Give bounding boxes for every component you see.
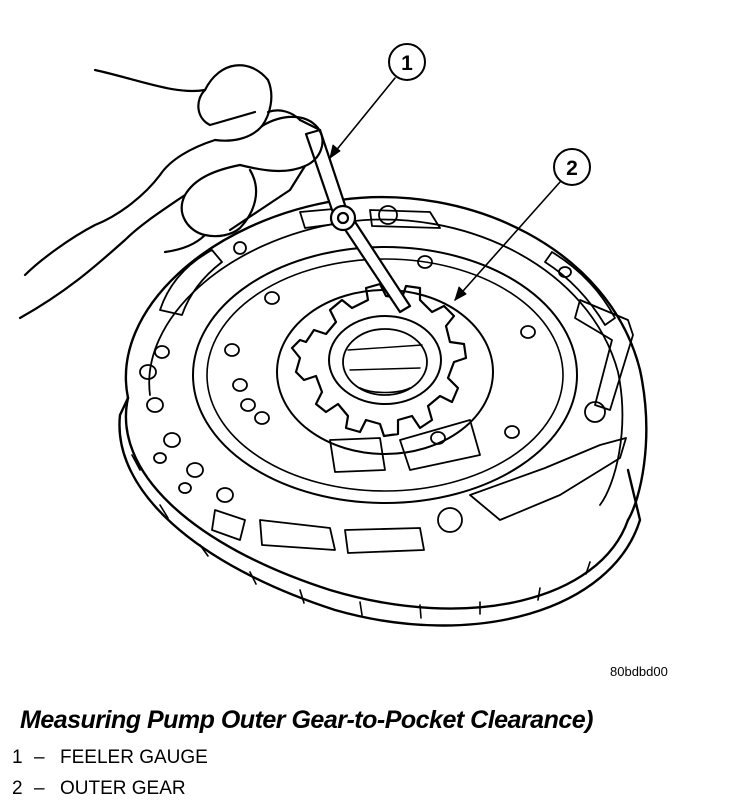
- pump-illustration: 1 2: [18, 43, 648, 627]
- legend-separator: –: [34, 778, 45, 799]
- callout-1: [329, 43, 426, 159]
- face-passages: [159, 205, 634, 554]
- legend-label: OUTER GEAR: [60, 778, 186, 799]
- gear-pocket: [192, 246, 578, 504]
- callout-1-number: 1: [401, 52, 413, 75]
- hand: [18, 64, 324, 320]
- figure-code: 80bdbd00: [610, 664, 668, 679]
- figure-caption: Measuring Pump Outer Gear-to-Pocket Clea…: [20, 706, 593, 734]
- legend-label: FEELER GAUGE: [60, 747, 208, 768]
- feeler-gauge: [298, 118, 412, 314]
- legend-number: 2: [12, 778, 23, 799]
- callout-2-number: 2: [566, 157, 578, 180]
- legend-item: 1–FEELER GAUGE: [12, 742, 208, 773]
- callout-2: [454, 148, 591, 301]
- legend-separator: –: [34, 747, 45, 768]
- outer-gear: [290, 282, 468, 438]
- legend-number: 1: [12, 747, 23, 768]
- bolt-holes: [139, 255, 572, 503]
- legend-item: 2–OUTER GEAR: [12, 773, 208, 804]
- legend-list: 1–FEELER GAUGE 2–OUTER GEAR: [12, 742, 208, 804]
